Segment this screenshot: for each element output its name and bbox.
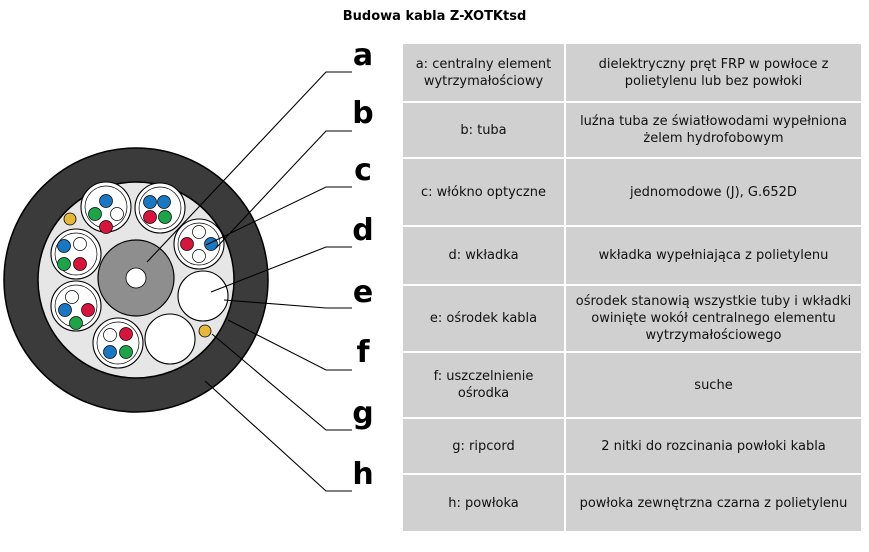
component-description: powłoka zewnętrzna czarna z polietylenu <box>566 475 861 531</box>
component-description: luźna tuba ze światłowodami wypełniona ż… <box>566 103 861 157</box>
fiber <box>180 237 194 251</box>
leader-line-h <box>204 380 352 492</box>
loose-tube <box>173 218 225 270</box>
fiber <box>110 207 124 221</box>
table-row: c: włókno optyczne jednomodowe (J), G.65… <box>403 159 861 225</box>
leader-line-b <box>215 130 352 249</box>
filler-rod <box>177 270 229 322</box>
label-letter-g: g <box>352 396 374 431</box>
fiber <box>158 210 172 224</box>
label-letter-c: c <box>354 153 372 188</box>
component-label: f: uszczelnienie ośrodka <box>403 353 564 417</box>
component-label: d: wkładka <box>403 227 564 284</box>
table-row: g: ripcord 2 nitki do rozcinania powłoki… <box>403 419 861 473</box>
fiber <box>103 345 117 359</box>
fiber <box>204 237 218 251</box>
component-description: wkładka wypełniająca z polietylenu <box>566 227 861 284</box>
label-letter-a: a <box>352 38 374 73</box>
leader-line-f <box>227 319 352 371</box>
component-description: 2 nitki do rozcinania powłoki kabla <box>566 419 861 473</box>
loose-tube <box>50 228 102 280</box>
fiber <box>73 257 87 271</box>
leader-line-e <box>223 299 352 309</box>
specification-table: a: centralny element wytrzymałościowy di… <box>401 42 863 533</box>
fiber <box>57 257 71 271</box>
fiber <box>69 316 83 330</box>
table-row: b: tuba luźna tuba ze światłowodami wype… <box>403 103 861 157</box>
label-letter-h: h <box>352 457 374 492</box>
table-row: d: wkładka wkładka wypełniająca z poliet… <box>403 227 861 284</box>
fiber <box>103 328 117 342</box>
fiber <box>58 303 72 317</box>
loose-tube <box>92 317 144 369</box>
component-description: dielektryczny pręt FRP w powłoce z polie… <box>566 44 861 101</box>
leader-line-g <box>211 333 352 431</box>
fiber <box>192 225 206 239</box>
leader-lines <box>146 71 352 492</box>
fiber <box>143 210 157 224</box>
fiber <box>119 327 133 341</box>
leader-line-c <box>205 186 352 246</box>
table-row: h: powłoka powłoka zewnętrzna czarna z p… <box>403 475 861 531</box>
fiber <box>65 290 79 304</box>
label-letter-b: b <box>352 96 374 131</box>
component-label: e: ośrodek kabla <box>403 286 564 351</box>
loose-tube <box>134 182 186 234</box>
diagram-title: Budowa kabla Z-XOTKtsd <box>342 9 527 24</box>
component-description: ośrodek stanowią wszystkie tuby i wkładk… <box>566 286 861 351</box>
label-letter-f: f <box>356 335 370 370</box>
table-row: f: uszczelnienie ośrodka suche <box>403 353 861 417</box>
component-label: c: włókno optyczne <box>403 159 564 225</box>
table-row: e: ośrodek kabla ośrodek stanowią wszyst… <box>403 286 861 351</box>
filler-rod <box>144 313 196 365</box>
loose-tube <box>80 181 132 234</box>
fiber <box>143 195 157 209</box>
component-description: suche <box>566 353 861 417</box>
component-label: b: tuba <box>403 103 564 157</box>
component-label: a: centralny element wytrzymałościowy <box>403 44 564 101</box>
label-letter-d: d <box>352 213 374 248</box>
fiber <box>99 220 113 234</box>
component-label: h: powłoka <box>403 475 564 531</box>
fiber <box>73 237 87 251</box>
fiber <box>119 345 133 359</box>
fiber <box>192 249 206 263</box>
ripcord <box>198 324 212 338</box>
fiber <box>157 195 171 209</box>
strength-member-core <box>125 267 147 289</box>
fiber <box>81 303 95 317</box>
component-description: jednomodowe (J), G.652D <box>566 159 861 225</box>
fiber <box>88 207 102 221</box>
fiber <box>57 239 71 253</box>
fiber <box>99 194 113 208</box>
ripcord <box>63 212 77 226</box>
component-label: g: ripcord <box>403 419 564 473</box>
loose-tube <box>50 280 102 332</box>
label-letter-e: e <box>352 275 374 310</box>
leader-line-d <box>210 246 352 293</box>
leader-line-a <box>146 71 352 263</box>
table-row: a: centralny element wytrzymałościowy di… <box>403 44 861 101</box>
